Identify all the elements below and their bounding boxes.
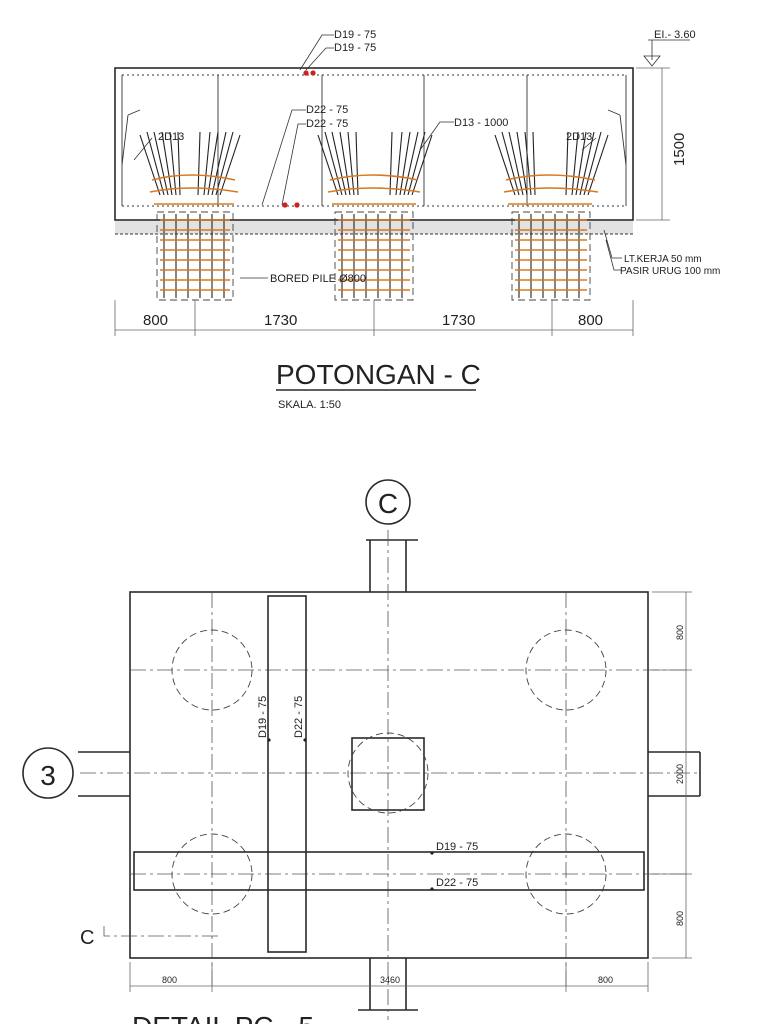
stirrup-label: D13 - 1000 [454,117,508,129]
horizontal-bar-label-2: D22 - 75 [436,877,478,889]
dimension-text: 3460 [380,975,400,985]
pile-cap-outline [114,67,634,221]
column-stub-top [366,539,418,592]
dimension-text: 1730 [264,312,297,329]
dimension-text: 800 [143,312,168,329]
rebar-dot-red [294,202,300,208]
pile-group-3 [494,131,609,301]
horizontal-bar-label-1: D19 - 75 [436,841,478,853]
vertical-bar-label-1: D19 - 75 [257,696,269,738]
dimension-text: 800 [675,911,685,926]
dimension-text: 800 [675,625,685,640]
dimension-text: 1730 [442,312,475,329]
column-stub-left [78,751,130,797]
dimension-text: 2000 [675,764,685,784]
top-bar-label-2: D19 - 75 [334,42,376,54]
pile-label: BORED PILE Ø800 [270,273,366,285]
section-title: POTONGAN - C [276,359,481,390]
plan-view: C 3 D1 [22,479,701,1024]
top-bar-leader [299,34,334,71]
layer-leader [603,229,622,271]
dimension-text: 800 [598,975,613,985]
height-dimension-text: 1500 [671,133,688,166]
pile-group-1 [139,131,241,301]
rebar-dot-red [282,202,288,208]
side-bar-label-right: 2D13 [566,131,592,143]
bored-pile-circle [171,833,253,915]
section-cut-letter: C [80,927,94,949]
sand-fill-label: PASIR URUG 100 mm [620,266,720,277]
side-bar-hook-left [121,109,141,166]
dimension-text: 800 [578,312,603,329]
column-section [351,737,425,811]
side-bar-hook-right [607,109,627,166]
stirrup-leader [419,121,454,151]
side-bar-leader-right [581,137,597,151]
vertical-bar-label-2: D22 - 75 [293,696,305,738]
section-c-view: D19 - 75 D19 - 75 D22 - 75 D22 - 75 D13 … [114,29,720,411]
vertical-rebar-strip [267,595,307,953]
sand-fill-layer [115,221,633,234]
bottom-bar-label-2: D22 - 75 [306,118,348,130]
center-pile-circle [347,732,429,814]
rebar-dot-red [303,70,309,76]
dimension-text: 800 [162,975,177,985]
bored-pile-circle [525,833,607,915]
bottom-bar-leader [261,109,306,206]
bored-pile-circle [171,629,253,711]
rebar-dot-red [310,70,316,76]
elevation-marker [643,39,690,67]
section-cut-line [103,926,222,937]
top-bar-label-1: D19 - 75 [334,29,376,41]
pile-cap-plan-outline [129,591,649,959]
bottom-bar-label-1: D22 - 75 [306,104,348,116]
bored-pile-circle [525,629,607,711]
section-scale: SKALA. 1:50 [278,399,341,411]
grid-marker-circle [22,747,74,799]
plan-title: DETAIL PC - 5 [132,1011,314,1024]
column-stub-right [648,751,701,797]
side-bar-leader-left [133,137,153,161]
side-bar-label-left: 2D13 [158,131,184,143]
section-marker-letter: C [378,488,398,519]
lean-concrete-label: LT.KERJA 50 mm [624,254,702,265]
section-marker-circle [365,479,411,525]
grid-marker-number: 3 [40,760,56,791]
elevation-label: EI.- 3.60 [654,29,696,41]
horizontal-rebar-strip [133,851,645,891]
